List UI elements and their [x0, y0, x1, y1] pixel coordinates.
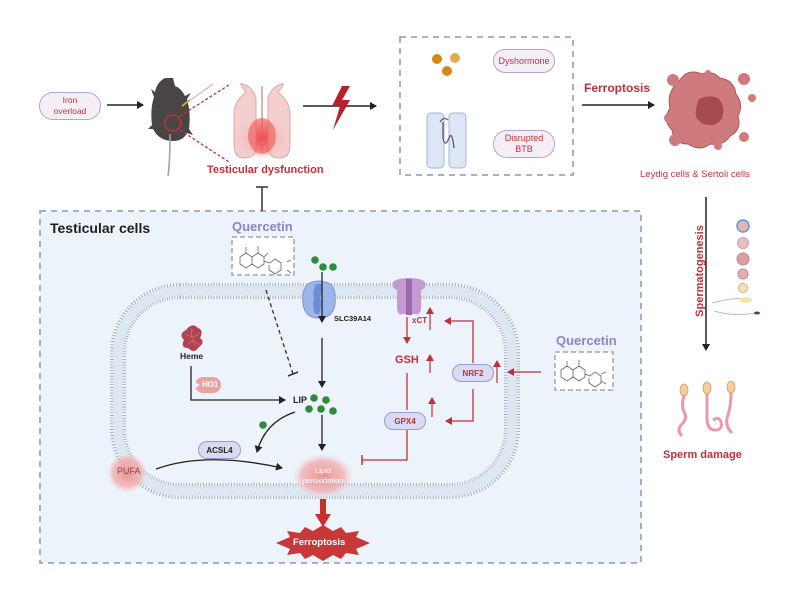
spermatogenesis-label: Spermatogenesis	[694, 225, 706, 317]
lip-iron-cluster	[259, 394, 337, 429]
ferroptosis-top-label: Ferroptosis	[584, 81, 651, 95]
disrupted-btb-pill: Disrupted BTB	[493, 130, 555, 158]
heme-icon	[181, 325, 203, 351]
lightning-icon	[332, 86, 350, 130]
arrow-ferroptosis-head	[315, 514, 331, 527]
quercetin-structure-top	[231, 236, 295, 276]
dying-cell-icon	[664, 70, 756, 150]
gpx4-pill: GPX4	[384, 412, 426, 430]
arrow-nrf2-to-gpx4	[445, 389, 474, 425]
inhibit-gpx4-lipid	[362, 430, 408, 461]
slc39a14-transporter-icon	[302, 280, 336, 319]
arrow-heme-to-lip	[190, 366, 286, 404]
nrf2-pill: NRF2	[452, 364, 494, 382]
quercetin-structure-right	[554, 351, 614, 391]
quercetin-right-label: Quercetin	[556, 333, 617, 348]
lipid-peroxidation-label: Lipid peroxidation	[302, 466, 344, 485]
zoom-line-bottom	[179, 129, 230, 163]
btb-icon	[426, 112, 467, 169]
ferroptosis-burst	[276, 525, 370, 561]
xct-transporter-icon	[392, 278, 426, 315]
pufa-label: PUFA	[117, 466, 141, 476]
testicular-cells-box	[39, 210, 642, 564]
gsh-label: GSH	[395, 354, 419, 366]
slc39a14-label: SLC39A14	[334, 314, 372, 323]
arrow-lip-to-pufa-path	[254, 411, 296, 453]
ferroptosis-burst-label: Ferroptosis	[293, 537, 346, 548]
quercetin-top-label: Quercetin	[232, 219, 293, 234]
testicular-cells-title: Testicular cells	[50, 220, 151, 236]
dyshormone-pill: Dyshormone	[493, 49, 555, 73]
iron-overload-pill: Iron overload	[39, 92, 101, 120]
acsl4-pill: ACSL4	[198, 441, 241, 459]
xct-label: xCT	[412, 316, 428, 325]
sperm-damage-label: Sperm damage	[663, 449, 742, 461]
inhibit-bar-lip	[287, 371, 299, 377]
ho1-enzyme	[195, 377, 221, 393]
mouse-icon	[148, 78, 214, 177]
lip-label: LIP	[293, 395, 308, 405]
heme-label: Heme	[180, 351, 204, 361]
hormone-dots-icon	[432, 53, 460, 76]
damaged-sperm-icon	[677, 380, 736, 438]
lipid-peroxidation-glow	[293, 454, 353, 498]
iron-ions-top	[311, 256, 337, 271]
pufa-glow	[107, 453, 147, 493]
cells-label: Leydig cells & Sertoli cells	[640, 169, 750, 180]
ho1-label: HO1	[202, 380, 219, 389]
arrow-nrf2-to-xct	[444, 317, 474, 363]
sperm-development-icon	[711, 219, 760, 316]
quercetin-inhibit-lip	[265, 289, 294, 375]
testis-icon	[232, 83, 292, 160]
testicular-dysfunction-label: Testicular dysfunction	[207, 164, 324, 176]
arrow-pufa-to-lipid	[155, 459, 283, 471]
